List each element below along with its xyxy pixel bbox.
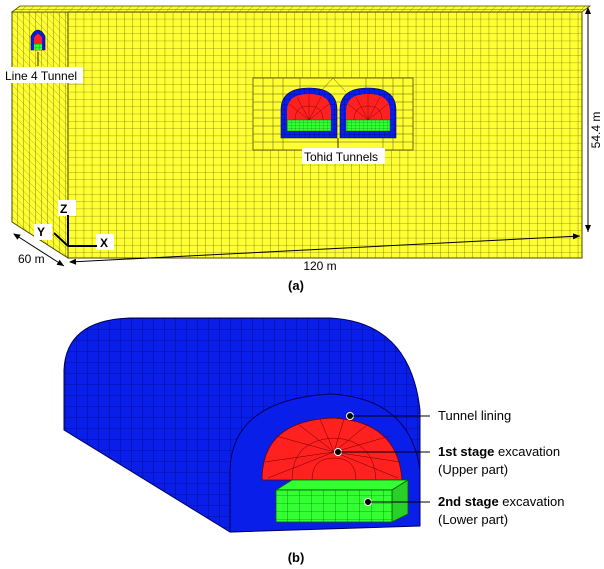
tunnel-lining-label: Tunnel lining bbox=[438, 408, 511, 423]
dimension-height: 54.4 m bbox=[585, 7, 603, 232]
upper-excavation bbox=[261, 417, 403, 481]
dimension-width: 60 m bbox=[13, 233, 65, 267]
line4-tunnel-label: Line 4 Tunnel bbox=[5, 69, 77, 83]
axis-x-label: X bbox=[100, 236, 108, 250]
tohid-refined-region bbox=[252, 77, 414, 151]
axis-y-label: Y bbox=[37, 225, 45, 239]
line4-label-bg bbox=[3, 67, 83, 83]
tohid-label-bg bbox=[302, 148, 385, 164]
stage1-label: 1st stage excavation bbox=[438, 444, 560, 459]
stage1-sub-label: (Upper part) bbox=[438, 462, 508, 477]
lower-excavation bbox=[274, 479, 410, 523]
panel-a-caption: (a) bbox=[288, 278, 304, 293]
svg-text:54.4 m: 54.4 m bbox=[589, 112, 603, 149]
svg-text:60 m: 60 m bbox=[18, 252, 45, 266]
panel-a-model: Line 4 Tunnel Tohid Tunnels Z Y X 54.4 m… bbox=[3, 5, 603, 293]
upper-excavation-mesh bbox=[264, 418, 401, 481]
stage2-label: 2nd stage excavation bbox=[438, 494, 564, 509]
mesh-top-face bbox=[10, 5, 592, 13]
svg-text:120 m: 120 m bbox=[303, 259, 336, 273]
panel-b-caption: (b) bbox=[288, 550, 305, 565]
leader-lining bbox=[346, 412, 430, 420]
line4-tunnel bbox=[30, 29, 46, 51]
tohid-tunnels-label: Tohid Tunnels bbox=[304, 150, 378, 164]
dimension-length: 120 m bbox=[69, 233, 581, 273]
axis-z-label: Z bbox=[60, 202, 67, 216]
stage2-sub-label: (Lower part) bbox=[438, 512, 508, 527]
leader-stage1 bbox=[334, 448, 430, 456]
leader-stage2 bbox=[364, 498, 430, 506]
panel-b-model: Tunnel lining 1st stage excavation (Uppe… bbox=[63, 317, 564, 565]
